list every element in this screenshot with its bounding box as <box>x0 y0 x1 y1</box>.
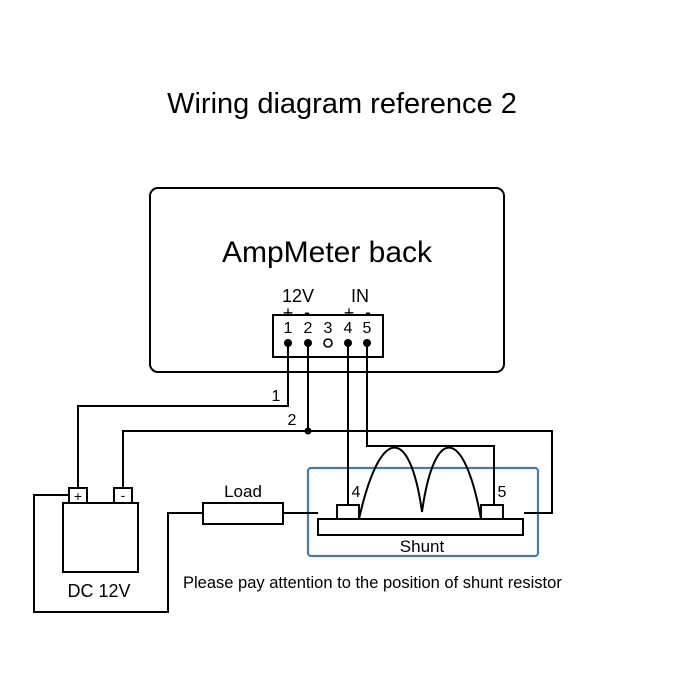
power-group-label: 12V <box>282 286 314 306</box>
terminal-block <box>272 314 384 358</box>
load-label: Load <box>224 482 262 501</box>
shunt-position-note: Please pay attention to the position of … <box>183 574 562 592</box>
ampmeter-back-panel <box>149 187 505 373</box>
battery-positive-sign: + <box>74 488 82 504</box>
diagram-title: Wiring diagram reference 2 <box>167 88 517 120</box>
shunt-terminal-block-left <box>336 504 360 520</box>
wire-battery-positive-loop <box>33 494 203 613</box>
wire-1-label: 1 <box>272 388 281 405</box>
battery-negative-sign: - <box>121 487 126 503</box>
terminal-number-5: 5 <box>363 320 372 337</box>
ampmeter-label: AmpMeter back <box>222 236 433 269</box>
input-group-label: IN <box>351 286 369 306</box>
terminal-number-4: 4 <box>344 320 353 337</box>
shunt-terminal-block-right <box>480 504 504 520</box>
power-negative-sign: - <box>304 302 310 322</box>
wire-battery-negative-to-shunt <box>122 430 553 514</box>
shunt-resistance-element <box>358 446 482 520</box>
wire-1-positive <box>77 343 289 488</box>
battery-label: DC 12V <box>67 581 130 601</box>
shunt-base <box>317 518 524 536</box>
battery-positive-terminal <box>68 487 88 504</box>
load-resistor <box>202 502 284 525</box>
shunt-label: Shunt <box>400 537 445 556</box>
battery-body <box>62 502 139 573</box>
terminal-number-3: 3 <box>324 320 333 337</box>
terminal-number-1: 1 <box>284 320 293 337</box>
power-positive-sign: + <box>283 303 294 323</box>
input-positive-sign: + <box>344 303 355 323</box>
terminal-number-2: 2 <box>304 320 313 337</box>
wire-2-label: 2 <box>288 412 297 429</box>
terminal-3-dot <box>323 338 333 348</box>
wire-terminal-5-to-shunt <box>366 343 495 507</box>
shunt-terminal-5-label: 5 <box>498 484 507 501</box>
shunt-terminal-4-label: 4 <box>352 484 361 501</box>
input-negative-sign: - <box>365 302 371 322</box>
battery-negative-terminal <box>113 487 133 504</box>
